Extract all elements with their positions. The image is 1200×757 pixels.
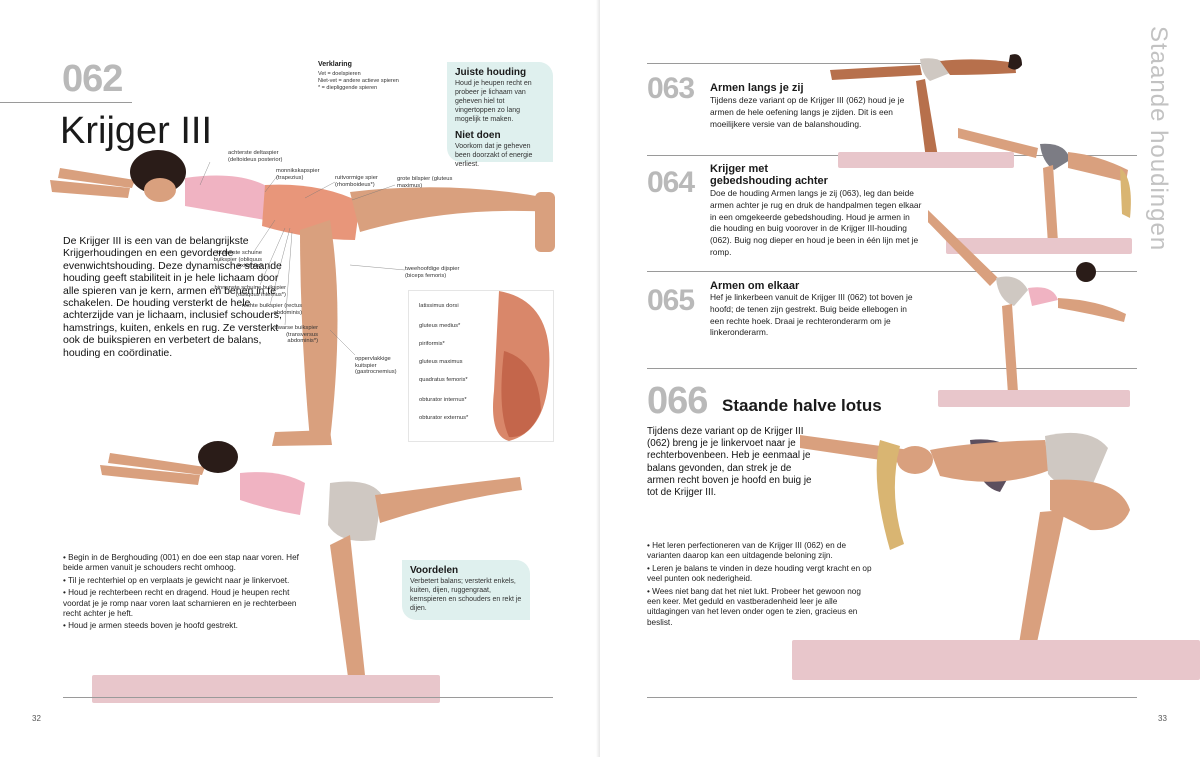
yoga-mat: [92, 675, 440, 703]
benefits-text: Verbetert balans; versterkt enkels, kuit…: [410, 578, 522, 612]
lotus-item: • Het leren perfectioneren van de Krijge…: [647, 541, 847, 561]
pose-number: 062: [62, 58, 123, 100]
correct-title: Juiste houding: [455, 67, 527, 78]
label-oblique-int: binnenste schuine buikspier (obliquus in…: [214, 285, 286, 298]
step-item: • Begin in de Berghouding (001) en doe e…: [63, 553, 299, 573]
bottom-rule: [647, 697, 1137, 698]
rule-066: [647, 368, 1137, 369]
anatomy-figure: [50, 150, 555, 446]
benefits-box: Voordelen Verbetert balans; versterkt en…: [402, 560, 530, 620]
lotus-item: • Leren je balans te vinden in deze houd…: [647, 563, 872, 584]
mat-066: [792, 640, 1200, 680]
label-rectus: rechte buikspier (rectus abdominis): [241, 303, 302, 316]
page-number: 32: [32, 714, 41, 723]
photo-063: [830, 54, 1022, 159]
label-rhomboid: ruitvormige spier (rhomboideus*): [335, 175, 378, 188]
anatomy-label: gluteus medius*: [419, 323, 461, 329]
photo-065: [928, 210, 1126, 394]
label-gastro: oppervlakkige kuitspier (gastrocnemius): [355, 356, 397, 376]
number-rule: [0, 102, 132, 103]
steps-list: • Begin in de Berghouding (001) en doe e…: [63, 553, 313, 634]
step-item: • Houd je rechterbeen recht en dragend. …: [63, 588, 297, 619]
left-page: 062 Krijger III Verklaring Vet = doelspi…: [0, 58, 555, 723]
bottom-rule: [63, 697, 553, 698]
benefits-title: Voordelen: [410, 565, 459, 576]
mat-063: [838, 152, 1014, 168]
variant-text: Hef je linkerbeen vanuit de Krijger III …: [710, 292, 913, 338]
anatomy-label: quadratus femoris*: [419, 377, 468, 383]
variant-number: 064: [647, 166, 695, 199]
lotus-list: • Het leren perfectioneren van de Krijge…: [647, 541, 872, 630]
right-page: Staande houdingen 063 Armen langs je zij…: [600, 0, 1200, 757]
legend-line: Vet = doelspieren: [318, 71, 361, 77]
correct-text: Houd je heupen recht en probeer je licha…: [455, 80, 532, 123]
mat-064: [946, 238, 1132, 254]
variant-title: Armen om elkaar: [710, 280, 800, 292]
label-deltoid: achterste deltaspier (deltoideus posteri…: [228, 150, 283, 163]
anatomy-label: piriformis*: [419, 341, 445, 347]
legend-title: Verklaring: [318, 61, 352, 68]
figure-main: [50, 150, 555, 446]
anatomy-label: obturator externus*: [419, 415, 469, 421]
variant-text: Doe de houding Armen langs je zij (063),…: [710, 188, 922, 257]
dont-text: Voorkom dat je geheven been doorzakt of …: [455, 143, 533, 168]
variant-title: Armen langs je zij: [710, 82, 804, 94]
anatomy-label: latissimus dorsi: [419, 303, 459, 309]
variant-title: Staande halve lotus: [722, 396, 882, 415]
photo-064: [958, 128, 1131, 244]
variant-number: 065: [647, 284, 695, 317]
legend-line: * = diepliggende spieren: [318, 85, 378, 91]
legend-line: Niet-vet = andere actieve spieren: [318, 78, 399, 84]
anatomy-inset-drawing: [493, 291, 550, 441]
variant-text: Tijdens deze variant op de Krijger III (…: [710, 95, 905, 129]
variant-number: 066: [647, 380, 708, 422]
dont-title: Niet doen: [455, 130, 501, 141]
lotus-item: • Wees niet bang dat het niet lukt. Prob…: [647, 586, 861, 627]
label-trapezius: monnikskapspier (trapezius): [276, 168, 320, 181]
rule-065: [647, 271, 1137, 272]
anatomy-label: gluteus maximus: [419, 359, 463, 365]
label-transversus: dwarse buikspier (transversus abdominis*…: [274, 325, 319, 345]
label-gluteus: grote bilspier (gluteus maximus): [397, 176, 453, 189]
anatomy-inset: latissimus dorsi gluteus medius* pirifor…: [408, 290, 554, 442]
rule-063: [647, 63, 967, 64]
step-item: • Houd je armen steeds boven je hoofd ge…: [63, 621, 238, 631]
anatomy-label: obturator internus*: [419, 397, 467, 403]
mat-065: [938, 390, 1130, 407]
variant-title: Krijger met gebedshouding achter: [710, 163, 828, 187]
lotus-intro: Tijdens deze variant op de Krijger III (…: [647, 426, 812, 499]
label-leader-lines: [199, 161, 406, 356]
label-biceps: tweehoofdige dijspier (biceps femoris): [405, 266, 460, 279]
section-title: Staande houdingen: [1145, 26, 1172, 252]
tips-box: Juiste houding Houd je heupen recht en p…: [447, 62, 553, 168]
pose-title: Krijger III: [60, 110, 213, 152]
step-item: • Til je rechterhiel op en verplaats je …: [63, 575, 290, 585]
intro-text: De Krijger III is een van de belangrijks…: [63, 235, 282, 359]
photo-066: [800, 432, 1130, 658]
page-number: 33: [1158, 714, 1167, 723]
label-oblique-ext: buitenste schuine buikspier (obliquus ex…: [213, 250, 262, 270]
variant-number: 063: [647, 72, 695, 105]
